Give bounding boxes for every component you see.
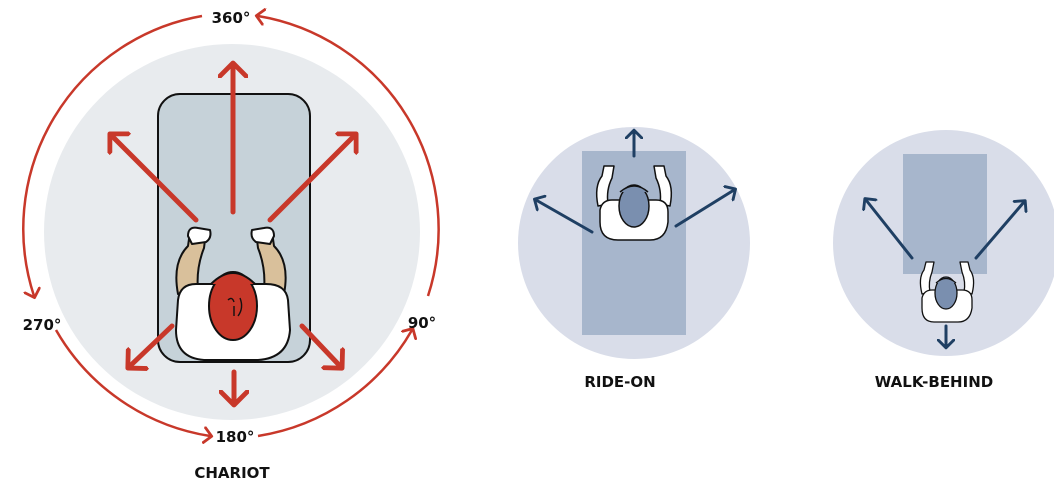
angle-label-270: 270°	[23, 316, 62, 334]
walk-behind-diagram: WALK-BEHIND	[833, 130, 1054, 391]
angle-label-90: 90°	[408, 314, 436, 332]
operator-right-hand	[252, 228, 275, 244]
chariot-diagram: 360° 270° 90° 180° CHARIOT	[23, 9, 439, 482]
ride-on-title: RIDE-ON	[584, 373, 655, 391]
angle-label-360: 360°	[212, 9, 251, 27]
operator-left-hand	[188, 228, 211, 244]
walk-behind-platform	[903, 154, 987, 274]
ride-on-diagram: RIDE-ON	[518, 127, 750, 391]
chariot-title: CHARIOT	[194, 464, 270, 482]
walk-behind-title: WALK-BEHIND	[875, 373, 993, 391]
angle-label-180: 180°	[216, 428, 255, 446]
ride-on-platform	[582, 151, 686, 335]
